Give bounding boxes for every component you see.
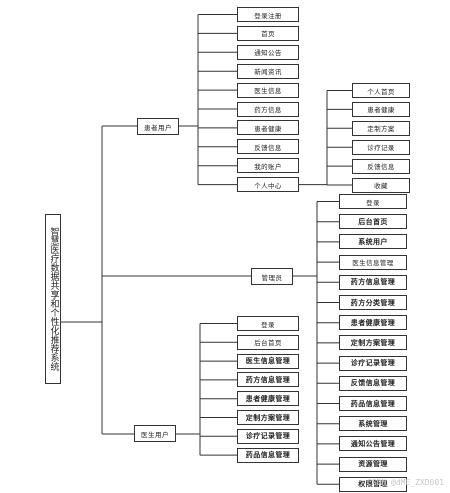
patient-item-0: 登录注册 bbox=[237, 7, 299, 22]
doctor-item-4: 患者健康管理 bbox=[237, 391, 299, 407]
admin-item-11: 系统管理 bbox=[339, 416, 407, 432]
personal-center-item-3: 诊疗记录 bbox=[352, 139, 410, 155]
personal-center-item-0: 个人首页 bbox=[352, 83, 410, 98]
admin-item-9: 反馈信息管理 bbox=[339, 375, 407, 391]
admin-item-4: 药方信息管理 bbox=[339, 274, 407, 290]
admin-item-1: 后台首页 bbox=[339, 214, 407, 230]
doctor-item-5: 定制方案管理 bbox=[237, 410, 299, 425]
patient-item-7: 反馈信息 bbox=[237, 139, 299, 155]
doctor-item-7: 药品信息管理 bbox=[237, 447, 299, 463]
admin-item-14: 权限管理 bbox=[339, 476, 407, 492]
admin-item-12: 通知公告管理 bbox=[339, 436, 407, 452]
admin-item-3: 医生信息管理 bbox=[339, 254, 407, 270]
patient-item-9: 个人中心 bbox=[237, 177, 299, 193]
personal-center-item-1: 患者健康 bbox=[352, 101, 410, 117]
admin-item-13: 资源管理 bbox=[339, 456, 407, 472]
admin-item-10: 药品信息管理 bbox=[339, 396, 407, 411]
admin-item-0: 登录 bbox=[339, 194, 407, 209]
personal-center-item-4: 反馈信息 bbox=[352, 158, 410, 174]
patient-item-6: 患者健康 bbox=[237, 120, 299, 136]
doctor-item-6: 诊疗记录管理 bbox=[237, 428, 299, 444]
patient-item-2: 通知公告 bbox=[237, 44, 299, 60]
doctor-item-3: 药方信息管理 bbox=[237, 372, 299, 388]
admin-item-8: 诊疗记录管理 bbox=[339, 355, 407, 371]
patient-user-node: 患者用户 bbox=[137, 118, 179, 135]
watermark: CSDN @dME_ZXD001 bbox=[366, 478, 444, 487]
doctor-item-1: 后台首页 bbox=[237, 334, 299, 350]
root-node: 智慧医疗数据共享和个性化推荐系统 bbox=[45, 214, 61, 384]
patient-item-4: 医生信息 bbox=[237, 82, 299, 98]
admin-item-6: 患者健康管理 bbox=[339, 315, 407, 331]
doctor-item-2: 医生信息管理 bbox=[237, 353, 299, 369]
doctor-item-0: 登录 bbox=[237, 316, 299, 331]
personal-center-item-2: 定制方案 bbox=[352, 120, 410, 136]
doctor-user-node: 医生用户 bbox=[134, 425, 176, 442]
patient-item-8: 我的账户 bbox=[237, 158, 299, 174]
patient-item-5: 药方信息 bbox=[237, 101, 299, 117]
admin-item-7: 定制方案管理 bbox=[339, 335, 407, 351]
patient-item-3: 新闻资讯 bbox=[237, 63, 299, 79]
admin-item-2: 系统用户 bbox=[339, 234, 407, 250]
patient-item-1: 首页 bbox=[237, 25, 299, 41]
personal-center-item-5: 收藏 bbox=[352, 177, 410, 193]
admin-item-5: 药方分类管理 bbox=[339, 295, 407, 310]
admin-node: 管理员 bbox=[251, 268, 293, 285]
